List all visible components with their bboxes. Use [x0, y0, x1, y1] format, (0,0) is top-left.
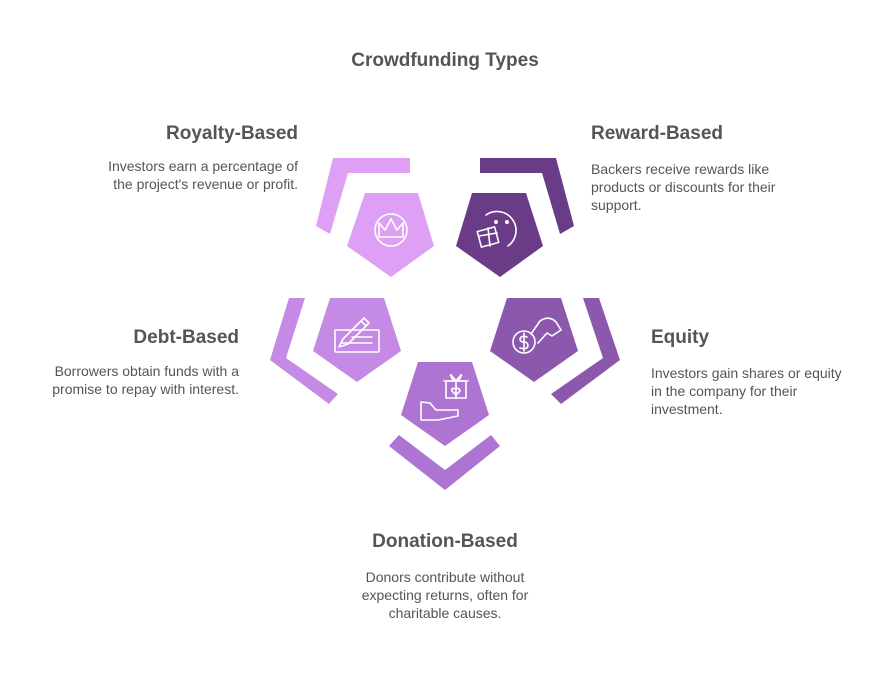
royalty-description: Investors earn a percentage of the proje… [38, 157, 298, 193]
reward-description-line: support. [591, 197, 642, 213]
donation-heading: Donation-Based [372, 531, 518, 552]
gift-hand-icon [420, 374, 469, 421]
segment-royalty [316, 158, 434, 277]
equity-description-line: investment. [651, 401, 723, 417]
donation-description-line: Donors contribute without [365, 569, 525, 585]
debt-description-line: promise to repay with interest. [52, 381, 239, 397]
equity-pentagon [490, 298, 578, 382]
royalty-description-line: Investors earn a percentage of [108, 158, 298, 174]
equity-description-line: in the company for their [651, 383, 798, 399]
reward-description-line: Backers receive rewards like [591, 161, 770, 177]
check-signing-icon [334, 317, 380, 353]
equity-description: Investors gain shares or equity in the c… [651, 364, 886, 418]
reward-description: Backers receive rewards like products or… [591, 160, 851, 214]
hand-coin-icon [512, 317, 562, 354]
donation-description: Donors contribute without expecting retu… [295, 568, 595, 622]
royalty-outer-chevron [316, 158, 410, 234]
equity-heading: Equity [651, 327, 710, 348]
gift-smile-icon [476, 210, 517, 248]
equity-description-line: Investors gain shares or equity [651, 365, 842, 381]
donation-outer-chevron [389, 435, 500, 490]
diagram-title: Crowdfunding Types [351, 50, 539, 71]
donation-description-line: expecting returns, often for [361, 587, 529, 603]
segment-reward [456, 158, 574, 277]
reward-pentagon [456, 193, 543, 277]
reward-outer-chevron [480, 158, 574, 234]
segment-debt [270, 298, 401, 404]
reward-description-line: products or discounts for their [591, 179, 776, 195]
debt-pentagon [313, 298, 401, 382]
debt-description-line: Borrowers obtain funds with a [54, 363, 239, 379]
royalty-pentagon [347, 193, 434, 277]
donation-pentagon [401, 362, 489, 446]
royalty-heading: Royalty-Based [166, 123, 298, 144]
debt-outer-chevron [270, 298, 338, 404]
debt-description: Borrowers obtain funds with a promise to… [0, 362, 239, 398]
royalty-description-line: the project's revenue or profit. [113, 176, 298, 192]
equity-outer-chevron [551, 298, 620, 404]
segment-donation [389, 362, 500, 490]
crown-icon [374, 213, 408, 247]
reward-heading: Reward-Based [591, 123, 723, 144]
donation-description-line: charitable causes. [388, 605, 502, 621]
segment-equity [490, 298, 620, 404]
debt-heading: Debt-Based [133, 327, 239, 348]
